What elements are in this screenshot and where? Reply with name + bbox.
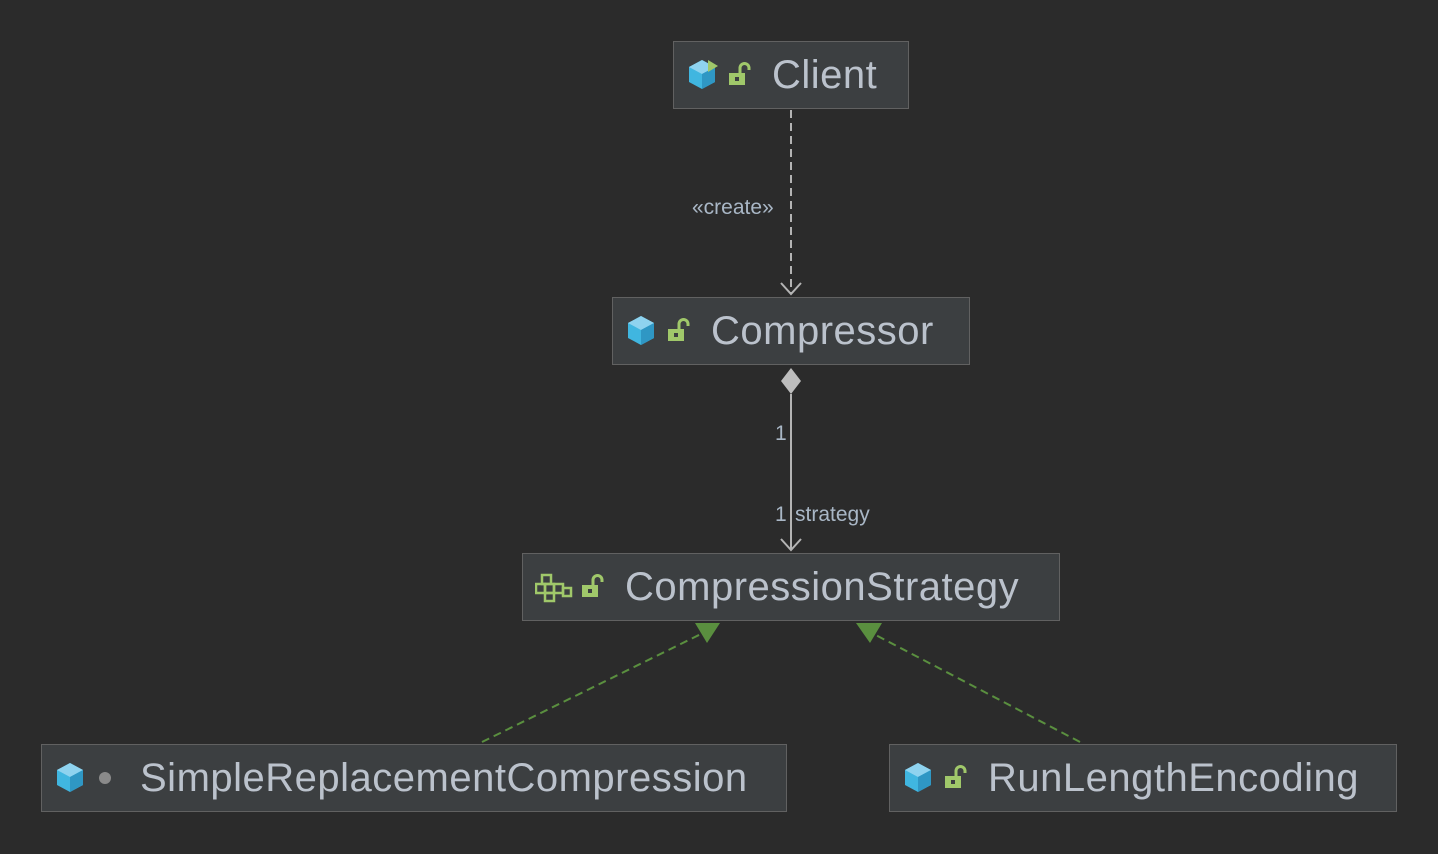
node-name: Client <box>772 52 878 97</box>
realization-edge-simple-replacement[interactable] <box>481 623 720 743</box>
public-lock-icon <box>726 60 752 90</box>
node-name: CompressionStrategy <box>625 564 1020 609</box>
node-run-length-encoding[interactable]: RunLengthEncoding <box>889 744 1397 812</box>
node-name: RunLengthEncoding <box>988 755 1360 800</box>
role-label: strategy <box>795 503 870 526</box>
public-lock-icon <box>579 572 605 602</box>
realization-edge-run-length[interactable] <box>856 623 1081 743</box>
create-stereotype-label: «create» <box>692 196 774 219</box>
class-icon <box>54 761 88 795</box>
node-compression-strategy[interactable]: CompressionStrategy <box>522 553 1060 621</box>
interface-icon <box>535 570 573 604</box>
node-name: Compressor <box>711 308 934 353</box>
class-runnable-icon <box>686 58 720 92</box>
composition-edge[interactable] <box>780 368 802 552</box>
node-compressor[interactable]: Compressor <box>612 297 970 365</box>
public-lock-icon <box>665 316 691 346</box>
composition-diamond <box>781 368 801 394</box>
class-icon <box>625 314 659 348</box>
public-lock-icon <box>942 763 968 793</box>
package-private-dot-icon <box>94 763 120 793</box>
class-icon <box>902 761 936 795</box>
create-dependency-edge[interactable] <box>780 110 802 296</box>
target-multiplicity-label: 1 <box>775 503 787 526</box>
node-client[interactable]: Client <box>673 41 909 109</box>
node-name: SimpleReplacementCompression <box>140 755 748 800</box>
source-multiplicity-label: 1 <box>775 422 787 445</box>
node-simple-replacement-compression[interactable]: SimpleReplacementCompression <box>41 744 787 812</box>
